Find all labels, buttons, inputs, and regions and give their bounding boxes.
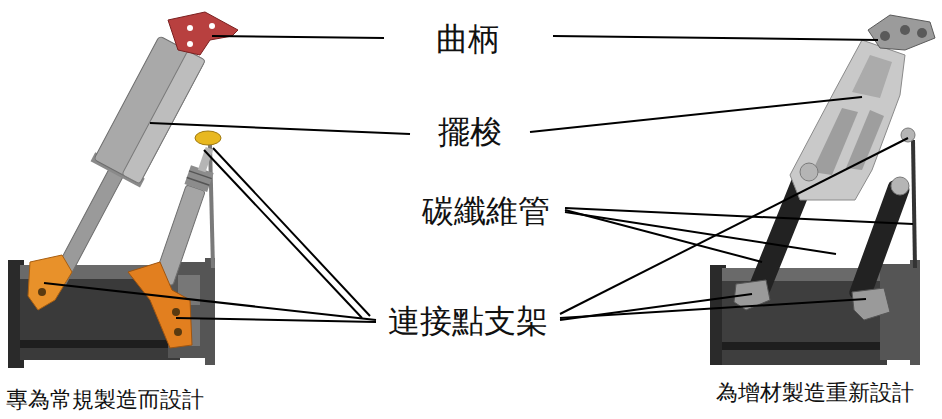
part-label: 碳纖維管 bbox=[422, 194, 550, 229]
actuator-body bbox=[94, 36, 206, 184]
leader-line bbox=[213, 148, 370, 316]
shuttle-actuator bbox=[33, 15, 217, 295]
crank-hole bbox=[917, 28, 927, 38]
lattice-shuttle bbox=[790, 40, 905, 200]
leader-line bbox=[150, 123, 410, 134]
push-rod bbox=[210, 145, 213, 268]
lattice-cutout bbox=[852, 55, 892, 98]
leader-line bbox=[565, 210, 762, 262]
carbon-rod bbox=[913, 140, 915, 268]
conventional-assembly bbox=[8, 12, 238, 368]
leader-line bbox=[560, 299, 866, 318]
caption: 專為常規製造而設計 bbox=[6, 388, 204, 412]
spring-coil bbox=[189, 171, 212, 179]
leader-line bbox=[553, 36, 878, 40]
leader-line bbox=[565, 208, 913, 224]
bracket-hole bbox=[172, 308, 180, 316]
leader-lines bbox=[44, 36, 913, 322]
part-label: 擺梭 bbox=[438, 115, 502, 150]
yellow-bracket bbox=[195, 131, 221, 145]
actuator-tube bbox=[122, 51, 205, 184]
leader-line bbox=[560, 138, 908, 314]
crank-hole bbox=[209, 23, 215, 29]
orange-bracket bbox=[128, 262, 192, 348]
crank-hole bbox=[187, 41, 193, 47]
tube-body bbox=[848, 179, 911, 304]
leader-line bbox=[204, 150, 362, 318]
base-stripe bbox=[20, 340, 180, 348]
leader-line bbox=[176, 318, 376, 322]
lattice-cutout bbox=[846, 110, 884, 170]
part-label: 曲柄 bbox=[436, 22, 500, 57]
crank-hole bbox=[187, 25, 193, 31]
crank-hole bbox=[880, 31, 890, 41]
leader-line bbox=[44, 283, 376, 320]
orange-bracket bbox=[28, 255, 72, 310]
crank-hole bbox=[900, 25, 910, 35]
leader-line bbox=[530, 97, 862, 132]
pivot bbox=[891, 177, 909, 195]
leader-line bbox=[212, 36, 384, 38]
pivot bbox=[800, 163, 818, 181]
crank bbox=[168, 12, 238, 55]
bracket-hole bbox=[38, 288, 46, 296]
bracket-hole bbox=[174, 328, 182, 336]
spring-coil bbox=[187, 177, 210, 185]
printed-bracket bbox=[852, 288, 890, 320]
crank bbox=[868, 15, 935, 50]
damper-strut bbox=[152, 144, 221, 286]
caption: 為增材製造重新設計 bbox=[716, 381, 914, 405]
base-stripe bbox=[722, 342, 887, 350]
carbon-tube bbox=[848, 179, 911, 304]
additive-assembly bbox=[710, 15, 935, 365]
part-label: 連接點支架 bbox=[388, 304, 548, 339]
